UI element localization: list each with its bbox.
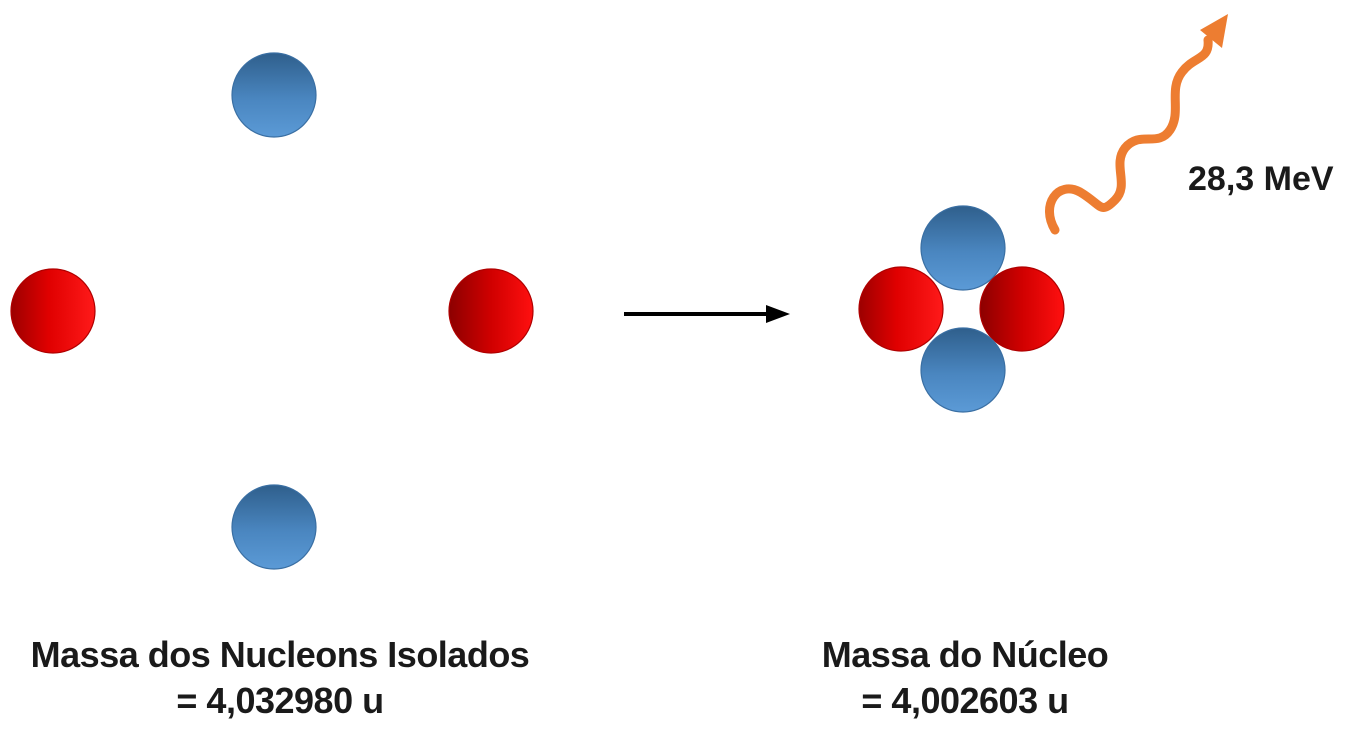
- nucleus-proton-right: [979, 266, 1065, 352]
- nucleus-proton-left: [858, 266, 944, 352]
- energy-label: 28,3 MeV: [1188, 160, 1334, 198]
- isolated-nucleons-mass-label: Massa dos Nucleons Isolados = 4,032980 u: [0, 632, 560, 724]
- nucleus-neutron-bottom: [920, 327, 1006, 413]
- nucleus-mass-label: Massa do Núcleo = 4,002603 u: [730, 632, 1200, 724]
- proton-left: [10, 268, 96, 354]
- isolated-nucleons-title: Massa dos Nucleons Isolados: [30, 634, 530, 675]
- neutron-bottom: [231, 484, 317, 570]
- neutron-top: [231, 52, 317, 138]
- nucleus-neutron-top: [920, 205, 1006, 291]
- nucleus-value: = 4,002603 u: [861, 680, 1069, 721]
- isolated-nucleons-value: = 4,032980 u: [176, 680, 384, 721]
- photon-wavy-arrow-icon: [1045, 14, 1228, 235]
- reaction-arrow: [624, 305, 790, 323]
- bound-nucleus: [858, 205, 1065, 413]
- proton-right: [448, 268, 534, 354]
- nucleus-title: Massa do Núcleo: [821, 634, 1109, 675]
- isolated-nucleons: [10, 52, 534, 570]
